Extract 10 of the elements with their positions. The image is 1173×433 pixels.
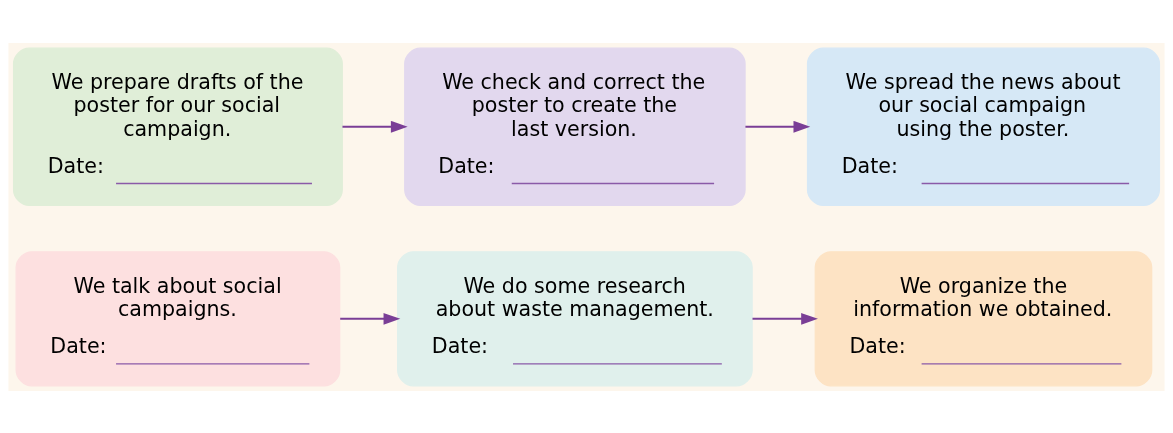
arrow — [744, 120, 811, 133]
node-box: We check and correct the poster to create the last version. Date: — [404, 47, 746, 206]
arrow — [341, 120, 408, 133]
node-box: We talk about social campaigns. Date: — [15, 250, 341, 386]
node-box: We do some research about waste management. Date: — [397, 250, 753, 386]
node-box: We prepare drafts of the poster for our social campaign. Date: — [12, 47, 343, 206]
arrow — [751, 312, 818, 325]
node-box: We spread the news about our social campaign using the poster. Date: — [806, 47, 1161, 206]
arrow — [339, 312, 401, 325]
node-box: We organize the information we obtained. Date: — [814, 250, 1153, 386]
